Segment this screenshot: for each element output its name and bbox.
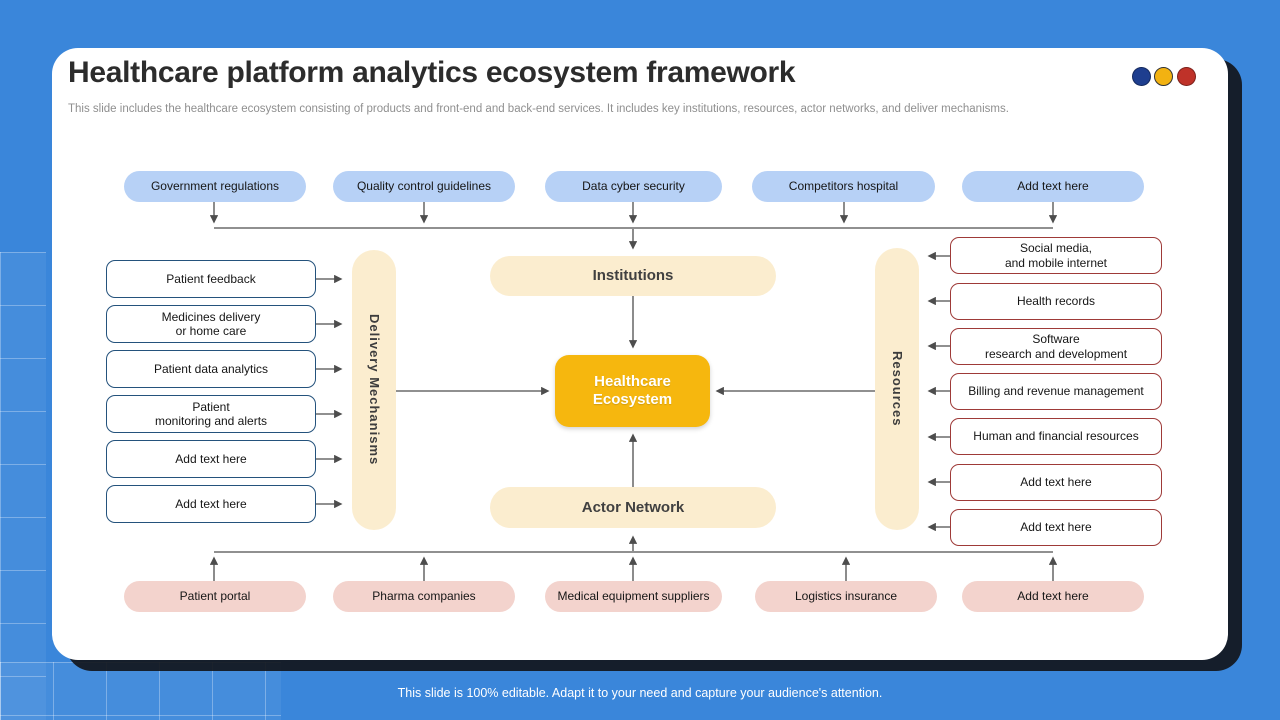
node-logistics-insurance[interactable]: Logistics insurance — [755, 581, 937, 612]
node-add-text-right-1[interactable]: Add text here — [950, 464, 1162, 501]
node-healthcare-ecosystem[interactable]: Healthcare Ecosystem — [555, 355, 710, 427]
node-institutions[interactable]: Institutions — [490, 256, 776, 296]
node-medical-equipment-suppliers[interactable]: Medical equipment suppliers — [545, 581, 722, 612]
node-add-text-bottom[interactable]: Add text here — [962, 581, 1144, 612]
page-title: Healthcare platform analytics ecosystem … — [68, 56, 796, 89]
node-patient-data-analytics[interactable]: Patient data analytics — [106, 350, 316, 388]
node-resources[interactable]: Resources — [875, 248, 919, 530]
decor-dot-red — [1177, 67, 1196, 86]
node-actor-network[interactable]: Actor Network — [490, 487, 776, 528]
node-pharma-companies[interactable]: Pharma companies — [333, 581, 515, 612]
node-software-research[interactable]: Software research and development — [950, 328, 1162, 365]
node-add-text-top[interactable]: Add text here — [962, 171, 1144, 202]
decor-grid-bottom — [0, 662, 281, 720]
node-competitors-hospital[interactable]: Competitors hospital — [752, 171, 935, 202]
page-subtitle: This slide includes the healthcare ecosy… — [68, 103, 1009, 115]
node-human-financial-resources[interactable]: Human and financial resources — [950, 418, 1162, 455]
node-add-text-left-2[interactable]: Add text here — [106, 485, 316, 523]
decor-dot-yellow — [1154, 67, 1173, 86]
node-government-regulations[interactable]: Government regulations — [124, 171, 306, 202]
node-medicines-delivery[interactable]: Medicines delivery or home care — [106, 305, 316, 343]
footer-note: This slide is 100% editable. Adapt it to… — [397, 686, 883, 700]
node-patient-monitoring[interactable]: Patient monitoring and alerts — [106, 395, 316, 433]
node-data-cyber-security[interactable]: Data cyber security — [545, 171, 722, 202]
decor-dot-navy — [1132, 67, 1151, 86]
node-delivery-mechanisms[interactable]: Delivery Mechanisms — [352, 250, 396, 530]
node-health-records[interactable]: Health records — [950, 283, 1162, 320]
node-add-text-right-2[interactable]: Add text here — [950, 509, 1162, 546]
node-billing-revenue[interactable]: Billing and revenue management — [950, 373, 1162, 410]
node-add-text-left-1[interactable]: Add text here — [106, 440, 316, 478]
node-patient-portal[interactable]: Patient portal — [124, 581, 306, 612]
node-patient-feedback[interactable]: Patient feedback — [106, 260, 316, 298]
node-quality-control-guidelines[interactable]: Quality control guidelines — [333, 171, 515, 202]
node-social-media[interactable]: Social media, and mobile internet — [950, 237, 1162, 274]
decor-grid-left — [0, 252, 46, 720]
